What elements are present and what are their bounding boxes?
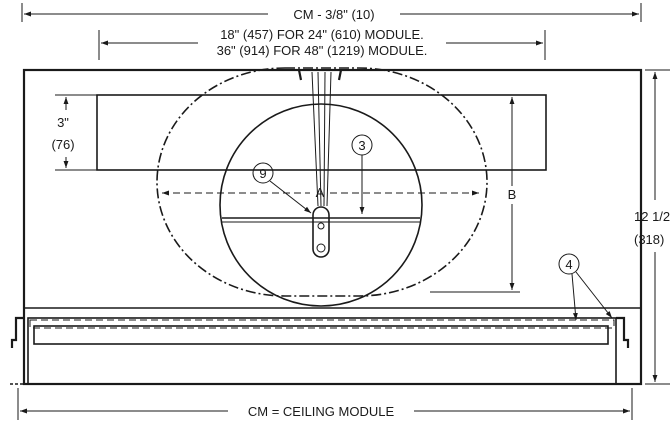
dim-top-overall: CM - 3/8" (10)	[21, 3, 642, 22]
callout-9: 9	[252, 162, 312, 214]
dim-right-height-in-label: 12 1/2	[634, 209, 670, 224]
dim-left-3in: 3" (76)	[51, 94, 97, 171]
damper-cable	[297, 69, 343, 207]
dim-left-3in-label: 3"	[57, 115, 69, 130]
damper-handle	[312, 206, 330, 258]
dim-a-label: A	[316, 185, 325, 200]
housing-outline	[22, 68, 643, 386]
dim-module-24-label: 18" (457) FOR 24" (610) MODULE.	[220, 27, 424, 42]
dim-module-48-label: 36" (914) FOR 48" (1219) MODULE.	[217, 43, 428, 58]
callout-9-label: 9	[259, 166, 266, 181]
dim-right-height: 12 1/2 (318)	[634, 69, 670, 385]
dim-left-76mm-label: (76)	[51, 137, 74, 152]
inlet-collar	[219, 103, 423, 307]
callout-4: 4	[558, 253, 613, 321]
oval-outline	[156, 67, 488, 297]
dim-right-height-mm-label: (318)	[634, 232, 664, 247]
dim-module-width: 18" (457) FOR 24" (610) MODULE. 36" (914…	[98, 27, 546, 60]
callout-4-label: 4	[565, 257, 572, 272]
face-frame	[24, 307, 641, 385]
dim-top-overall-label: CM - 3/8" (10)	[293, 7, 374, 22]
frame-flange-left	[10, 316, 30, 385]
frame-flange-right	[612, 316, 636, 385]
dim-a: A	[162, 185, 479, 200]
dim-b: B	[430, 94, 520, 293]
dim-b-label: B	[508, 187, 517, 202]
dim-bottom-overall: CM = CEILING MODULE	[17, 388, 633, 420]
callout-3-label: 3	[358, 138, 365, 153]
plenum-band	[96, 94, 547, 171]
callout-3: 3	[351, 134, 373, 214]
dim-bottom-overall-label: CM = CEILING MODULE	[248, 404, 395, 419]
